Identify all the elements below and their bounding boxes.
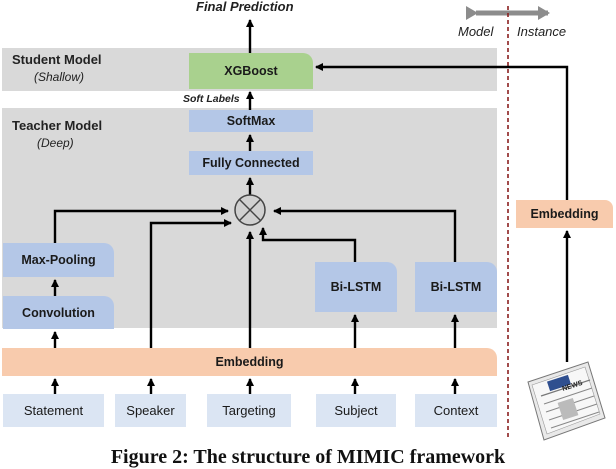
final-prediction-label: Final Prediction xyxy=(196,0,294,14)
max-pooling-box: Max-Pooling xyxy=(3,243,114,277)
input-targeting: Targeting xyxy=(207,394,291,427)
combine-node-icon xyxy=(234,194,266,226)
embedding-instance-box: Embedding xyxy=(516,200,613,228)
figure-caption: Figure 2: The structure of MIMIC framewo… xyxy=(110,446,506,468)
xgboost-box: XGBoost xyxy=(189,53,313,89)
student-model-subtitle: (Shallow) xyxy=(34,70,85,84)
bilstm-subject-box: Bi-LSTM xyxy=(315,262,397,312)
teacher-model-title: Teacher Model xyxy=(12,118,103,133)
arrows xyxy=(51,19,571,394)
student-model-title: Student Model xyxy=(12,52,102,67)
convolution-box: Convolution xyxy=(3,296,114,329)
input-subject: Subject xyxy=(316,394,396,427)
input-context: Context xyxy=(415,394,497,427)
softmax-box: SoftMax xyxy=(189,110,313,132)
input-speaker: Speaker xyxy=(115,394,186,427)
soft-labels-label: Soft Labels xyxy=(183,93,240,105)
legend-model-label: Model xyxy=(458,24,494,39)
teacher-model-subtitle: (Deep) xyxy=(37,136,74,150)
legend-instance-label: Instance xyxy=(517,24,567,39)
bilstm-context-box: Bi-LSTM xyxy=(415,262,497,312)
input-statement: Statement xyxy=(3,394,104,427)
fully-connected-box: Fully Connected xyxy=(189,151,313,175)
newspaper-icon: NEWS xyxy=(527,361,606,441)
embedding-bar: Embedding xyxy=(2,348,497,376)
